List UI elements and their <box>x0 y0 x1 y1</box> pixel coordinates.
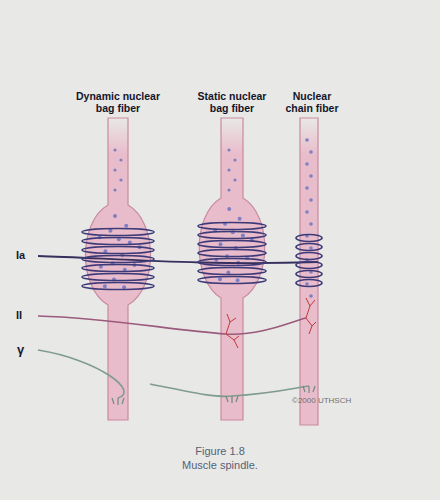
nucleus <box>238 217 242 221</box>
annulospiral-coil <box>82 265 154 272</box>
nucleus <box>309 150 313 154</box>
nucleus <box>309 294 313 298</box>
nucleus <box>305 138 309 142</box>
nerve-label: γ <box>17 342 24 357</box>
nucleus <box>233 178 236 181</box>
nucleus <box>305 210 309 214</box>
annulospiral-coil <box>82 256 154 263</box>
dynamic-bag-fiber <box>86 118 151 420</box>
annulospiral-coil <box>198 223 266 230</box>
figure-caption: Figure 1.8 Muscle spindle. <box>178 444 262 472</box>
fiber-heading: Dynamic nuclear bag fiber <box>72 90 164 114</box>
annulospiral-coil <box>296 253 322 260</box>
nerve-label: Ia <box>16 249 25 261</box>
ia-afferent <box>38 256 318 263</box>
copyright-note: ©2000 UTHSCH <box>292 396 351 405</box>
annulospiral-coil <box>296 280 322 287</box>
nucleus <box>113 168 116 171</box>
fiber-name: Static nuclear bag fiber <box>191 90 273 114</box>
gamma-efferent <box>38 350 309 398</box>
nucleus <box>124 224 128 228</box>
nucleus <box>113 188 116 191</box>
annulospiral-coil <box>82 229 154 236</box>
fiber-heading: Nuclear chain fiber <box>281 90 343 114</box>
nucleus <box>233 158 236 161</box>
fiber-heading: Static nuclear bag fiber <box>191 90 273 114</box>
annulospiral-coil <box>198 259 266 266</box>
nucleus <box>309 222 313 226</box>
ii-afferent <box>38 316 306 334</box>
nucleus <box>113 148 116 151</box>
nucleus <box>241 233 245 237</box>
nucleus <box>119 178 122 181</box>
annulospiral-coil <box>82 238 154 245</box>
nucleus <box>103 284 107 288</box>
nucleus <box>119 158 122 161</box>
nucleus <box>227 168 230 171</box>
annulospiral-coil <box>198 268 266 275</box>
nucleus <box>219 242 223 246</box>
nucleus <box>236 278 240 282</box>
fiber-name: Nuclear chain fiber <box>281 90 343 114</box>
nucleus <box>113 214 117 218</box>
nucleus <box>309 246 313 250</box>
annulospiral-coil <box>82 274 154 281</box>
fiber-name: Dynamic nuclear bag fiber <box>72 90 164 114</box>
nucleus <box>305 162 309 166</box>
motor-endings <box>112 386 315 405</box>
nucleus <box>309 174 313 178</box>
nucleus <box>227 207 231 211</box>
annulospiral-coil <box>82 247 154 254</box>
nucleus <box>227 148 230 151</box>
annulospiral-coil <box>296 235 322 242</box>
annulospiral-coil <box>82 283 154 290</box>
nucleus <box>309 198 313 202</box>
annulospiral-coil <box>198 277 266 284</box>
annulospiral-coil <box>296 262 322 269</box>
annulospiral-coil <box>198 250 266 257</box>
nucleus <box>227 188 230 191</box>
annulospiral-coil <box>198 241 266 248</box>
annulospiral-coil <box>296 244 322 251</box>
nucleus <box>305 282 309 286</box>
nucleus <box>305 186 309 190</box>
nucleus <box>218 277 222 281</box>
nerve-label: II <box>16 309 22 321</box>
annulospiral-coil <box>198 232 266 239</box>
annulospiral-coil <box>296 271 322 278</box>
secondary-endings <box>226 298 316 348</box>
